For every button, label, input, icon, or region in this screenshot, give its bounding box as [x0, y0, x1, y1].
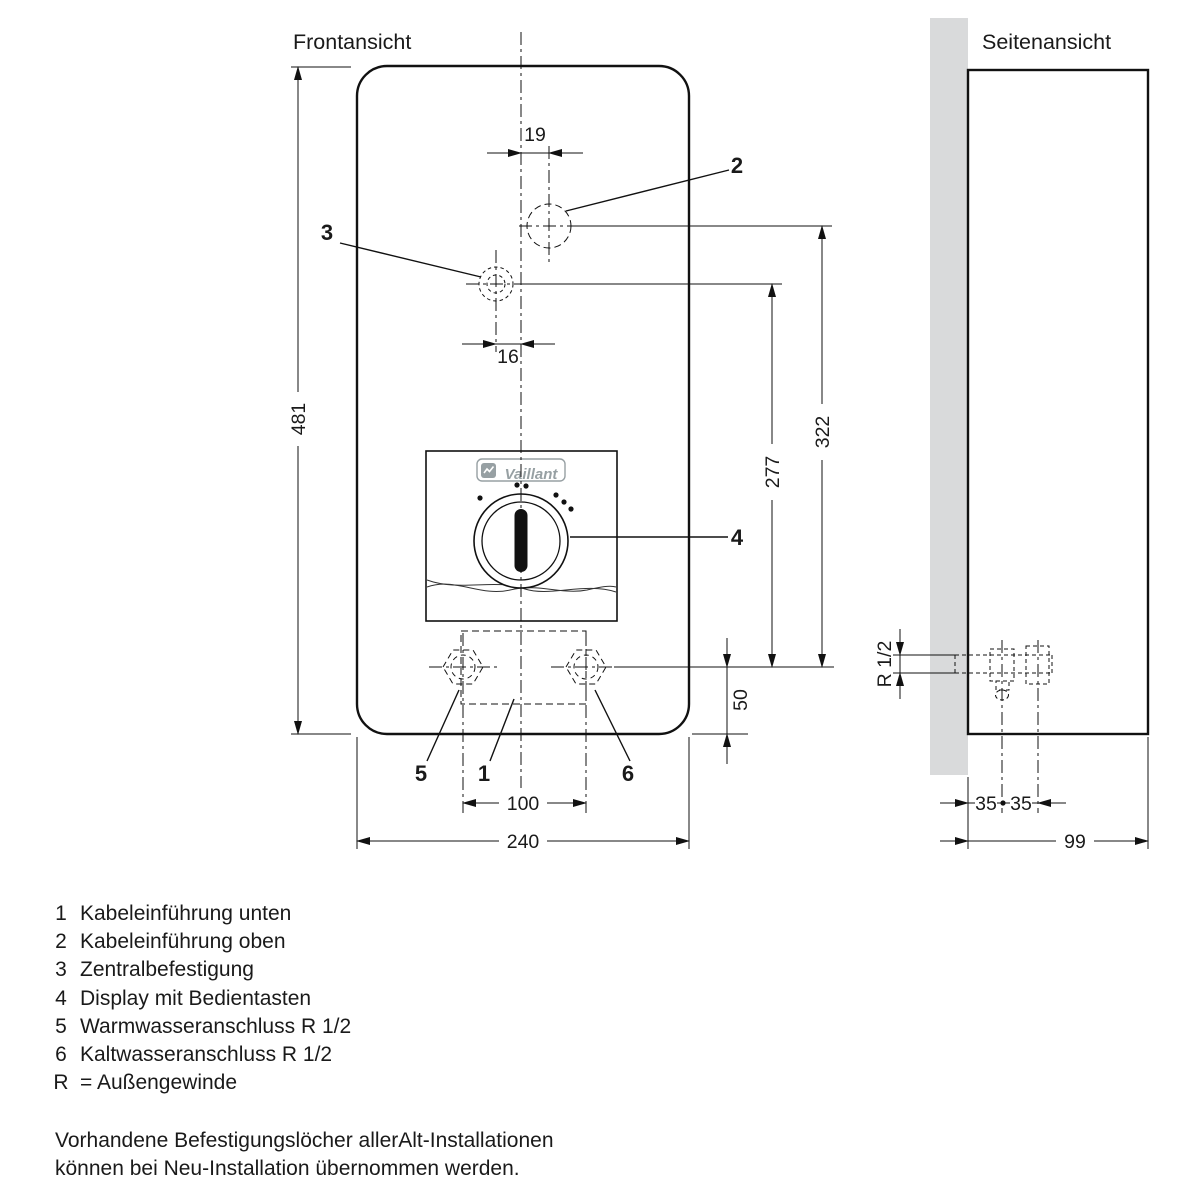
note-line-2: können bei Neu-Installation übernommen w…	[55, 1157, 520, 1180]
knob-scale-dot	[568, 506, 574, 512]
legend-text-3: Zentralbefestigung	[80, 958, 254, 981]
knob-pointer	[514, 509, 528, 572]
panel-wave-line	[426, 583, 617, 592]
dim-hole3-to-connections: 277	[514, 283, 784, 668]
legend-text-1: Kabeleinführung unten	[80, 902, 291, 925]
label-mask	[975, 793, 997, 810]
dim-depth-total: 99	[940, 737, 1149, 853]
hole-3-outer-circle	[478, 266, 514, 302]
leader-line	[426, 689, 460, 762]
callout-4: 4	[570, 525, 744, 550]
callout-5-label: 5	[415, 761, 427, 786]
legend: 1 Kabeleinführung unten 2 Kabeleinführun…	[53, 902, 351, 1094]
central-fixing-hole	[466, 250, 516, 352]
control-knob-details	[477, 482, 574, 572]
legend-text-4: Display mit Bedientasten	[80, 987, 311, 1010]
callout-2-label: 2	[731, 153, 743, 178]
leader-line	[489, 698, 515, 762]
panel-wave-line-2	[426, 579, 617, 593]
vaillant-bird-glyph	[483, 466, 495, 474]
legend-text-2: Kabeleinführung oben	[80, 930, 286, 953]
knob-scale-dot	[561, 499, 567, 505]
callout-3: 3	[321, 220, 482, 278]
legend-num-5: 5	[55, 1015, 67, 1038]
legend-num-3: 3	[55, 958, 67, 981]
callout-6: 6	[594, 689, 634, 786]
dim-19-label: 19	[524, 124, 546, 146]
dim-322-label: 322	[812, 416, 834, 449]
dim-height-total: 481	[288, 66, 351, 735]
legend-num-6: 6	[55, 1043, 67, 1066]
dim-hole-top-offset: 19	[487, 124, 583, 157]
legend-text-R: = Außengewinde	[80, 1071, 237, 1094]
callout-1-label: 1	[478, 761, 490, 786]
dim-16-label: 16	[497, 346, 519, 368]
leader-line	[565, 169, 730, 212]
dim-thread-label: R 1/2	[874, 641, 896, 688]
legend-num-1: 1	[55, 902, 67, 925]
callout-6-label: 6	[622, 761, 634, 786]
knob-scale-dot	[523, 483, 529, 489]
dim-99-label: 99	[1064, 831, 1086, 853]
knob-scale-dot	[514, 482, 520, 488]
dimension-dot	[1000, 800, 1006, 806]
dim-481-label: 481	[288, 403, 310, 436]
dim-connection-spacing: 100	[462, 705, 587, 815]
note-line-1: Vorhandene Befestigungslöcher allerAlt-I…	[55, 1129, 554, 1152]
hole-2-circle	[526, 203, 572, 249]
callout-2: 2	[565, 153, 743, 212]
dim-100-label: 100	[507, 793, 540, 815]
side-view: Seitenansicht R 1/2	[874, 18, 1150, 853]
dim-width-total: 240	[356, 737, 690, 853]
label-mask	[1010, 793, 1032, 810]
warm-water-connection	[429, 633, 498, 703]
dim-hole-center-offset: 16	[462, 340, 555, 368]
dim-connections-to-bottom: 50	[692, 638, 752, 764]
leader-line	[339, 242, 482, 278]
connection-fittings-side	[954, 640, 1053, 813]
side-view-title: Seitenansicht	[982, 30, 1111, 54]
legend-text-5: Warmwasseranschluss R 1/2	[80, 1015, 351, 1038]
dim-240-label: 240	[507, 831, 540, 853]
dim-thread: R 1/2	[874, 629, 955, 699]
leader-line	[594, 689, 631, 762]
front-view-title: Frontansicht	[293, 30, 411, 54]
vaillant-logo-text: Vaillant	[505, 466, 559, 483]
device-front-outline	[355, 64, 691, 736]
callout-4-label: 4	[731, 525, 744, 550]
connection-bore	[450, 654, 476, 680]
device-side-outline	[966, 68, 1150, 736]
legend-text-6: Kaltwasseranschluss R 1/2	[80, 1043, 332, 1066]
cold-water-connection	[551, 633, 614, 703]
dim-35b-label: 35	[1010, 793, 1032, 815]
legend-num-2: 2	[55, 930, 67, 953]
dim-hole2-to-connections: 322	[574, 225, 834, 668]
wall	[930, 18, 968, 775]
connection-bore	[573, 654, 599, 680]
hole-3-inner-circle	[486, 274, 506, 294]
dim-50-label: 50	[730, 689, 752, 711]
note: Vorhandene Befestigungslöcher allerAlt-I…	[55, 1129, 554, 1180]
legend-num-4: 4	[55, 987, 67, 1010]
cable-entry-top-hole	[519, 146, 578, 263]
dim-connection-depths: 35 35	[940, 777, 1066, 849]
knob-scale-dot	[553, 492, 559, 498]
dim-277-label: 277	[762, 456, 784, 489]
front-view: Frontansicht Vaillant	[288, 30, 834, 853]
callout-5: 5	[415, 689, 460, 786]
callout-3-label: 3	[321, 220, 333, 245]
dim-35a-label: 35	[975, 793, 997, 815]
callout-1: 1	[478, 698, 515, 786]
legend-num-R: R	[53, 1071, 68, 1094]
knob-scale-dot	[477, 495, 483, 501]
